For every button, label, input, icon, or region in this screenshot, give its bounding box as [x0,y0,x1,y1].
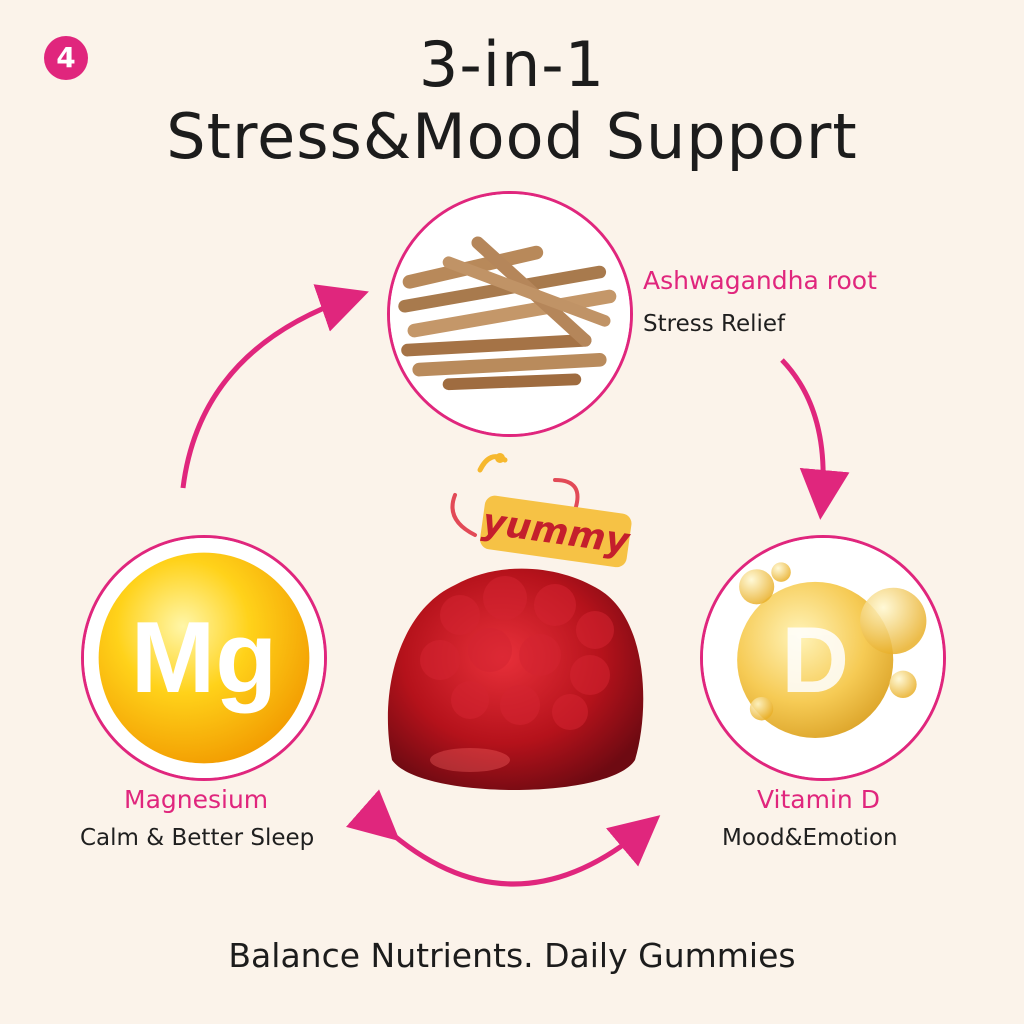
arrow-bidirectional-bottom [345,789,661,887]
yummy-sticker: yummy [480,495,633,568]
sticker-splash-icon [450,453,580,537]
step-number-badge: 4 [44,36,88,80]
page-title-line-2: Stress&Mood Support [166,100,858,173]
vitamin-d-name: Vitamin D [757,785,880,814]
footer-tagline: Balance Nutrients. Daily Gummies [228,936,796,975]
magnesium-symbol: Mg [131,600,277,714]
vitamin-d-benefit: Mood&Emotion [722,825,898,851]
vitamin-d-orb-icon [737,581,894,738]
ashwagandha-root-image [387,191,633,437]
ashwagandha-name: Ashwagandha root [643,266,877,295]
magnesium-image: Mg [81,535,327,781]
magnesium-name: Magnesium [124,785,269,814]
vitamin-d-image: D [700,535,946,781]
arrow-magnesium-to-ashwagandha [180,284,369,489]
magnesium-benefit: Calm & Better Sleep [80,825,315,851]
ashwagandha-benefit: Stress Relief [643,311,786,337]
arrow-ashwagandha-to-vitamin-d [780,358,850,520]
gummy-body-icon [387,568,644,790]
vitamin-d-symbol: D [781,607,849,712]
magnesium-orb-icon [98,552,310,764]
page-title-line-1: 3-in-1 [418,28,606,101]
yummy-sticker-text: yummy [480,501,633,562]
root-sticks-icon [390,194,630,434]
